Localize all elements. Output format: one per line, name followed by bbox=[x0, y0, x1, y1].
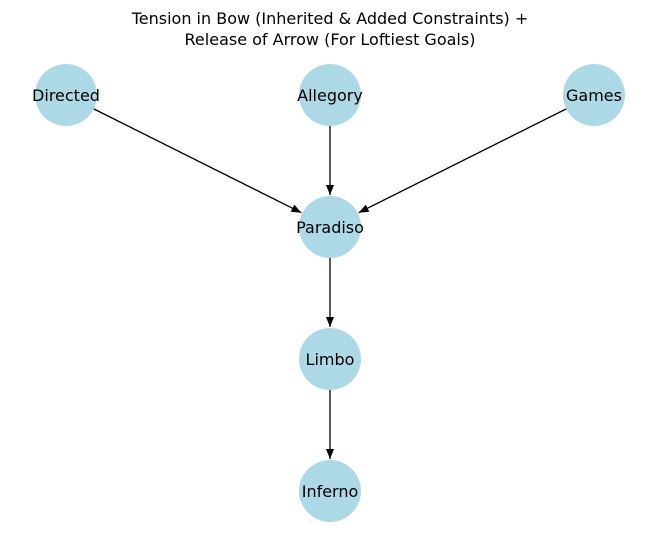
node-allegory: Allegory bbox=[297, 64, 363, 126]
diagram-title-line-2: Release of Arrow (For Loftiest Goals) bbox=[185, 30, 476, 49]
node-circle-games bbox=[563, 64, 625, 126]
node-label-allegory: Allegory bbox=[297, 86, 363, 105]
edges-layer bbox=[93, 108, 567, 459]
edge-directed-to-paradiso bbox=[93, 108, 302, 214]
node-limbo: Limbo bbox=[299, 328, 361, 390]
node-directed: Directed bbox=[32, 64, 100, 126]
nodes-layer: Directed Allegory GamesParadisoLimboInfern… bbox=[32, 64, 625, 522]
node-circle-directed bbox=[35, 64, 97, 126]
node-circle-inferno bbox=[299, 460, 361, 522]
node-circle-allegory bbox=[299, 64, 361, 126]
diagram-title-line-1: Tension in Bow (Inherited & Added Constr… bbox=[131, 9, 529, 28]
node-circle-limbo bbox=[299, 328, 361, 390]
node-label-paradiso: Paradiso bbox=[296, 218, 364, 237]
node-circle-paradiso bbox=[299, 196, 361, 258]
node-paradiso: Paradiso bbox=[296, 196, 364, 258]
node-label-directed: Directed bbox=[32, 86, 100, 105]
node-label-inferno: Inferno bbox=[302, 482, 359, 501]
node-label-games: Games bbox=[566, 86, 622, 105]
node-inferno: Inferno bbox=[299, 460, 361, 522]
edge-games-to-paradiso bbox=[358, 108, 567, 214]
node-label-limbo: Limbo bbox=[306, 350, 355, 369]
node-games: Games bbox=[563, 64, 625, 126]
